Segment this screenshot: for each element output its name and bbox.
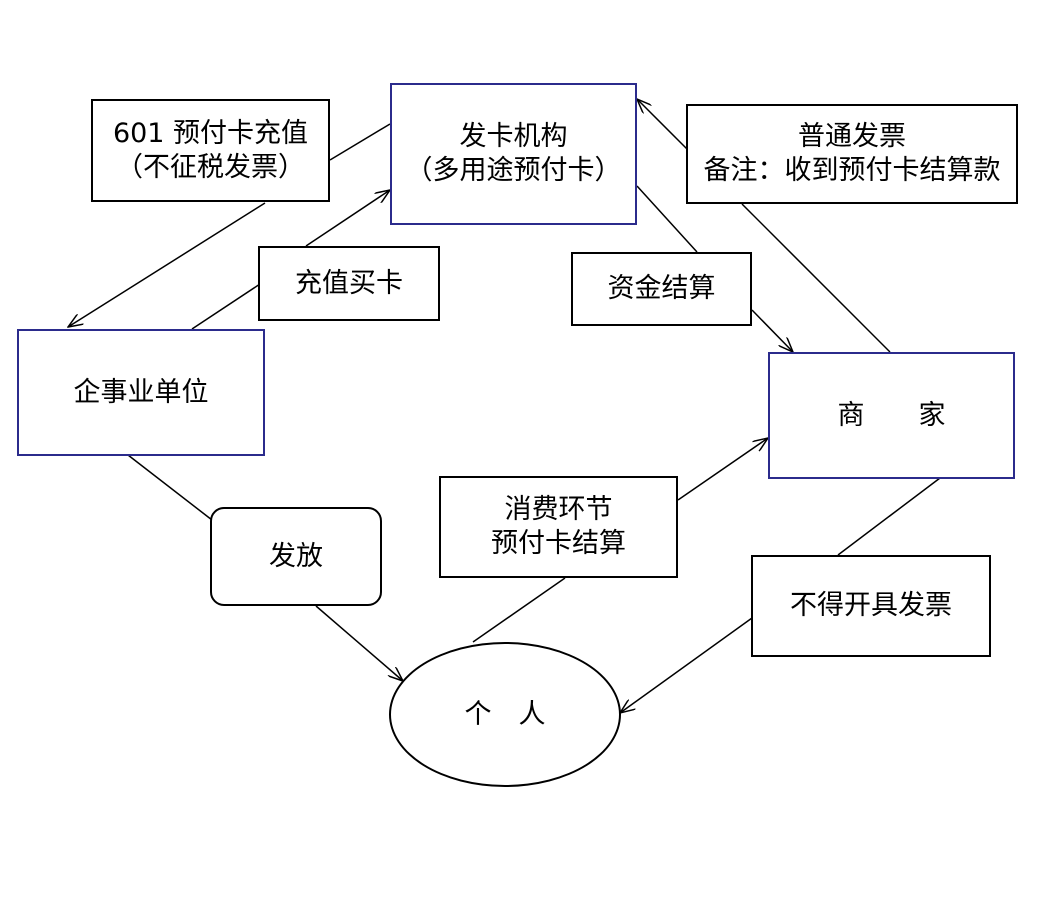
arrow-consumption-to-merchant <box>677 438 768 501</box>
label-recharge-buy: 充值买卡 <box>258 246 440 321</box>
node-merchant: 商 家 <box>768 352 1015 479</box>
merchant-name: 商 家 <box>837 399 946 431</box>
connector-merchant-to-normal-invoice <box>741 203 891 353</box>
label-no-invoice: 不得开具发票 <box>751 555 991 657</box>
arrow-invoice-to-enterprise <box>68 202 266 327</box>
person-name: 个 人 <box>464 698 546 730</box>
arrow-no-invoice-to-person <box>620 617 753 713</box>
label-recharge-invoice: 601 预付卡充值 （不征税发票） <box>91 99 330 202</box>
distribute-text: 发放 <box>269 540 323 572</box>
connector-enterprise-to-distribute <box>127 454 213 521</box>
label-fund-settlement: 资金结算 <box>571 252 752 326</box>
connector-issuer-to-invoice <box>329 123 391 161</box>
no-invoice-text: 不得开具发票 <box>790 590 952 621</box>
node-enterprise: 企事业单位 <box>17 329 265 456</box>
issuer-name: 发卡机构 <box>459 121 568 152</box>
consumption-line2: 预付卡结算 <box>491 528 626 559</box>
label-distribute: 发放 <box>210 507 382 606</box>
consumption-line1: 消费环节 <box>504 494 613 525</box>
recharge-buy-text: 充值买卡 <box>295 267 403 299</box>
connector-merchant-to-no-invoice <box>837 477 941 556</box>
connector-issuer-to-settlement <box>636 185 698 253</box>
arrow-distribute-to-person <box>315 605 403 681</box>
label-normal-invoice: 普通发票 备注：收到预付卡结算款 <box>686 104 1018 204</box>
arrow-normal-invoice-to-issuer <box>637 99 689 151</box>
label-consumption: 消费环节 预付卡结算 <box>439 476 678 578</box>
node-person: 个 人 <box>389 642 621 787</box>
arrow-buy-to-issuer <box>305 190 390 247</box>
recharge-invoice-line2: （不征税发票） <box>116 151 305 183</box>
connector-enterprise-to-buy <box>191 283 261 330</box>
connector-person-to-consumption <box>472 577 566 643</box>
issuer-type: （多用途预付卡） <box>405 155 622 186</box>
node-issuer: 发卡机构 （多用途预付卡） <box>390 83 637 225</box>
enterprise-name: 企事业单位 <box>73 376 209 408</box>
normal-invoice-line1: 普通发票 <box>798 121 906 152</box>
arrow-settlement-to-merchant <box>751 309 793 352</box>
fund-settlement-text: 资金结算 <box>607 273 716 304</box>
recharge-invoice-line1: 601 预付卡充值 <box>112 117 309 149</box>
normal-invoice-line2: 备注：收到预付卡结算款 <box>703 155 1001 186</box>
